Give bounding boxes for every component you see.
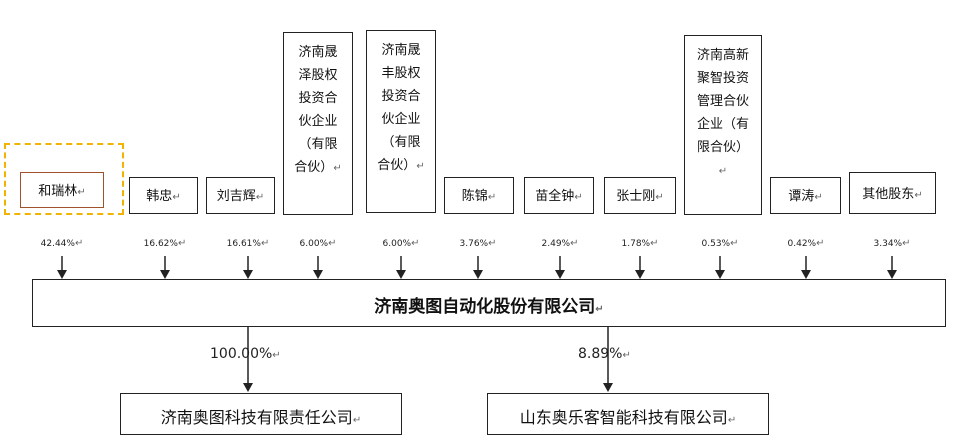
shareholder-mark: ↵ <box>574 192 583 203</box>
shareholder-arrow-6-head <box>473 270 483 279</box>
shareholder-name: 苗全钟 <box>535 189 575 204</box>
shareholder-mark: ↵ <box>718 166 728 177</box>
shareholder-label: 济南晟泽股权投资合伙企业（有限合伙）↵ <box>284 41 352 180</box>
shareholder-pct-7: 2.49%↵ <box>541 238 579 249</box>
shareholder-label: 谭涛↵ <box>771 185 840 209</box>
shareholder-name: 济南晟泽股权投资合伙企业（有限合伙） <box>294 45 338 175</box>
shareholder-box-4: 济南晟泽股权投资合伙企业（有限合伙）↵ <box>283 32 353 215</box>
shareholder-name: 陈锦 <box>461 189 488 204</box>
shareholder-box-7: 苗全钟↵ <box>524 177 594 214</box>
shareholder-pct-3: 16.61%↵ <box>226 238 270 249</box>
subsidiary-box-2: 山东奥乐客智能科技有限公司↵ <box>487 393 769 435</box>
shareholder-arrow-2-head <box>160 270 170 279</box>
shareholder-name: 济南高新聚智投资管理合伙企业（有限合伙） <box>696 48 749 155</box>
shareholder-arrow-9-head <box>715 270 725 279</box>
shareholder-box-1: 和瑞林↵ <box>20 172 104 208</box>
shareholder-label: 张士刚↵ <box>605 185 675 209</box>
company-box: 济南奥图自动化股份有限公司↵ <box>32 279 946 327</box>
subsidiary-pct-2: 8.89%↵ <box>578 346 631 362</box>
shareholder-label: 济南高新聚智投资管理合伙企业（有限合伙） ↵ <box>685 44 761 183</box>
shareholder-mark: ↵ <box>255 192 265 203</box>
subsidiary-arrow-2-head <box>603 383 613 392</box>
shareholder-name: 和瑞林 <box>38 184 78 199</box>
shareholder-label: 韩忠↵ <box>130 185 197 209</box>
shareholder-box-11: 其他股东↵ <box>849 172 936 214</box>
shareholder-mark: ↵ <box>416 161 425 172</box>
shareholder-arrow-3-head <box>243 270 253 279</box>
shareholder-name: 韩忠 <box>146 189 173 204</box>
shareholder-arrow-10-head <box>801 270 811 279</box>
shareholder-name: 谭涛 <box>788 189 815 204</box>
subsidiary-pct-1: 100.00%↵ <box>210 346 281 362</box>
shareholder-arrow-4-head <box>313 270 323 279</box>
shareholder-pct-8: 1.78%↵ <box>621 238 659 249</box>
shareholder-arrow-5-head <box>396 270 406 279</box>
subsidiary-arrow-1-head <box>243 383 253 392</box>
shareholder-pct-2: 16.62%↵ <box>143 238 187 249</box>
subsidiary-box-1: 济南奥图科技有限责任公司↵ <box>120 393 402 435</box>
shareholder-name: 济南晟丰股权投资合伙企业（有限合伙） <box>377 43 421 173</box>
shareholder-box-3: 刘吉辉↵ <box>206 177 275 214</box>
subsidiary-name-1: 济南奥图科技有限责任公司 <box>160 408 353 427</box>
shareholder-name: 刘吉辉 <box>216 189 256 204</box>
shareholder-pct-5: 6.00%↵ <box>382 238 420 249</box>
shareholder-label: 刘吉辉↵ <box>207 185 274 209</box>
shareholder-label: 苗全钟↵ <box>525 185 593 209</box>
shareholder-mark: ↵ <box>333 163 342 174</box>
shareholder-arrow-7-head <box>555 270 565 279</box>
shareholder-label: 其他股东↵ <box>850 183 935 207</box>
shareholder-arrow-8-head <box>635 270 645 279</box>
shareholder-pct-6: 3.76%↵ <box>459 238 497 249</box>
shareholder-mark: ↵ <box>814 192 823 203</box>
company-name: 济南奥图自动化股份有限公司 <box>374 297 596 317</box>
shareholder-name: 其他股东 <box>862 187 915 202</box>
shareholder-arrow-1-head <box>57 270 67 279</box>
shareholder-mark: ↵ <box>172 192 181 203</box>
shareholder-label: 和瑞林↵ <box>21 180 103 204</box>
shareholder-pct-10: 0.42%↵ <box>787 238 825 249</box>
shareholder-mark: ↵ <box>655 192 664 203</box>
shareholder-arrow-11-head <box>887 270 897 279</box>
shareholder-box-8: 张士刚↵ <box>604 177 676 214</box>
shareholder-pct-11: 3.34%↵ <box>873 238 911 249</box>
shareholder-box-6: 陈锦↵ <box>444 177 514 214</box>
shareholder-name: 张士刚 <box>616 189 656 204</box>
subsidiary-name-2: 山东奥乐客智能科技有限公司 <box>519 408 728 427</box>
company-mark: ↵ <box>595 304 604 315</box>
shareholder-pct-1: 42.44%↵ <box>40 238 84 249</box>
highlight-outline <box>4 143 124 215</box>
shareholder-box-5: 济南晟丰股权投资合伙企业（有限合伙）↵ <box>366 30 436 213</box>
shareholder-mark: ↵ <box>487 192 497 203</box>
shareholder-box-9: 济南高新聚智投资管理合伙企业（有限合伙） ↵ <box>684 35 762 215</box>
shareholder-label: 陈锦↵ <box>445 185 513 209</box>
shareholder-mark: ↵ <box>77 187 86 198</box>
shareholder-box-2: 韩忠↵ <box>129 177 198 214</box>
shareholder-pct-4: 6.00%↵ <box>299 238 337 249</box>
shareholder-label: 济南晟丰股权投资合伙企业（有限合伙）↵ <box>367 39 435 178</box>
shareholder-pct-9: 0.53%↵ <box>701 238 739 249</box>
shareholder-box-10: 谭涛↵ <box>770 177 841 214</box>
shareholder-mark: ↵ <box>914 190 923 201</box>
